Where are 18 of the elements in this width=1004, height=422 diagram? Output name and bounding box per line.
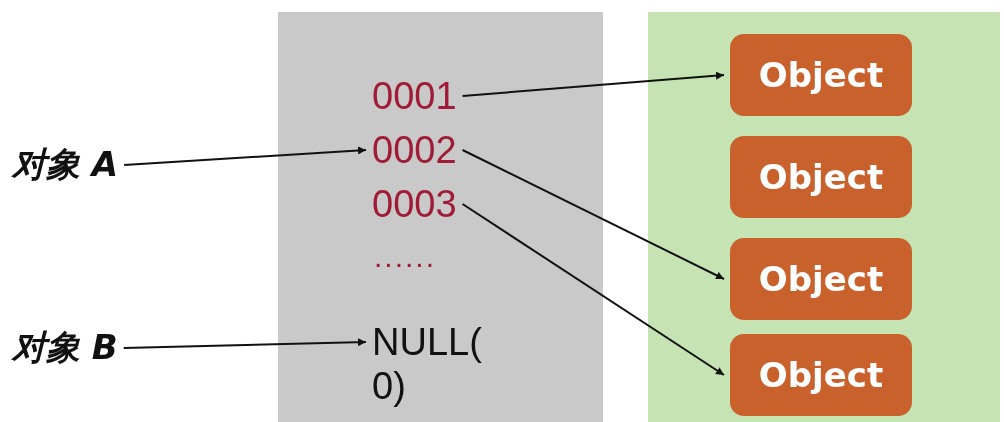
address-text: 0002: [372, 128, 457, 172]
arrow: [122, 338, 367, 349]
address-text: 0003: [372, 182, 457, 226]
object-box: Object: [730, 136, 912, 218]
object-box: Object: [730, 334, 912, 416]
arrow: [123, 146, 367, 166]
ellipsis-text: ......: [374, 240, 436, 274]
arrow: [461, 71, 725, 97]
memory-panel: [278, 12, 603, 422]
arrow: [461, 149, 725, 280]
address-text: 0001: [372, 74, 457, 118]
object-box: Object: [730, 238, 912, 320]
address-text: NULL(0): [372, 320, 488, 408]
variable-label: 对象 B: [12, 325, 118, 371]
variable-label: 对象 A: [12, 142, 119, 188]
object-box: Object: [730, 34, 912, 116]
memory-panel: [648, 12, 1000, 422]
arrow: [461, 203, 725, 376]
